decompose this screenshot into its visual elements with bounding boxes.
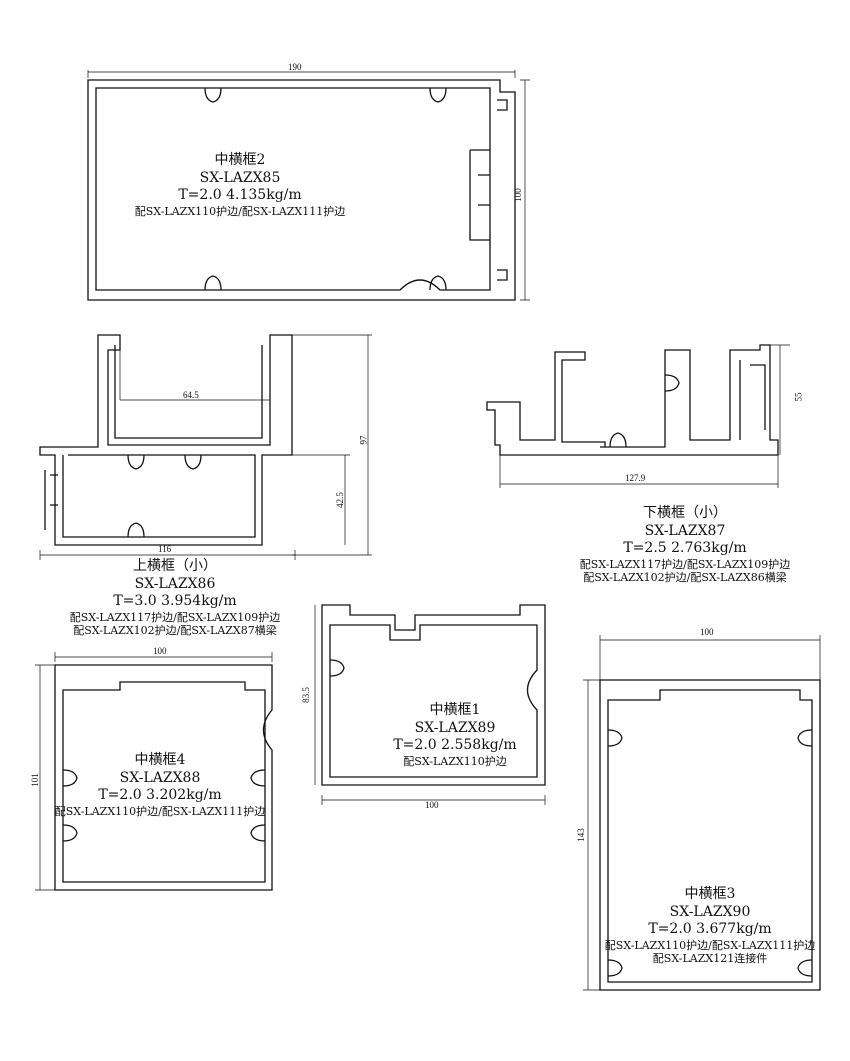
- profile-code: SX-LAZX86: [134, 575, 216, 592]
- profile-note: 配SX-LAZX121连接件: [652, 952, 768, 966]
- profile-note: 配SX-LAZX117护边/配SX-LAZX109护边: [579, 557, 791, 571]
- profile-note: 配SX-LAZX102护边/配SX-LAZX86横梁: [583, 571, 787, 585]
- profile-code: SX-LAZX90: [669, 903, 751, 920]
- profile-name: 中横框3: [684, 886, 736, 902]
- profile-label-lazx86: 上横框（小） SX-LAZX86 T=3.0 3.954kg/m 配SX-LAZ…: [55, 558, 295, 638]
- profile-label-lazx89: 中横框1 SX-LAZX89 T=2.0 2.558kg/m 配SX-LAZX1…: [335, 702, 575, 768]
- dim-label: 55: [793, 392, 804, 402]
- profile-name: 中横框1: [429, 702, 481, 718]
- profile-label-lazx87: 下横框（小） SX-LAZX87 T=2.5 2.763kg/m 配SX-LAZ…: [565, 505, 805, 585]
- profile-lazx87-drawing: [486, 344, 790, 488]
- profile-note: 配SX-LAZX110护边/配SX-LAZX111护边: [604, 938, 816, 952]
- dim-label: 100: [512, 188, 523, 202]
- profile-name: 下横框（小）: [643, 505, 727, 521]
- dim-label: 100: [700, 627, 714, 637]
- dim-label: 127.9: [625, 473, 646, 483]
- profile-code: SX-LAZX85: [199, 169, 281, 186]
- profile-note: 配SX-LAZX102护边/配SX-LAZX87横梁: [73, 624, 277, 638]
- profile-label-lazx85: 中横框2 SX-LAZX85 T=2.0 4.135kg/m 配SX-LAZX1…: [120, 152, 360, 218]
- profile-lazx85-drawing: [87, 70, 530, 301]
- dim-label: 83.5: [300, 687, 311, 703]
- profile-spec: T=2.0 3.677kg/m: [648, 921, 772, 937]
- dim-label: 97: [358, 435, 369, 445]
- profile-lazx88-drawing: [35, 652, 273, 891]
- profile-name: 中横框2: [214, 152, 266, 168]
- dim-label: 116: [158, 544, 172, 554]
- profile-note: 配SX-LAZX117护边/配SX-LAZX109护边: [69, 610, 281, 624]
- profile-label-lazx88: 中横框4 SX-LAZX88 T=2.0 3.202kg/m 配SX-LAZX1…: [40, 752, 280, 818]
- profile-note: 配SX-LAZX110护边/配SX-LAZX111护边: [134, 204, 346, 218]
- profile-label-lazx90: 中横框3 SX-LAZX90 T=2.0 3.677kg/m 配SX-LAZX1…: [590, 886, 830, 966]
- dim-label: 42.5: [334, 492, 345, 508]
- profile-lazx86-drawing: [39, 334, 372, 560]
- profile-code: SX-LAZX89: [414, 719, 496, 736]
- dim-label: 100: [153, 646, 167, 656]
- profile-name: 上横框（小）: [133, 558, 217, 574]
- dim-label: 64.5: [183, 390, 199, 400]
- dim-label: 101: [29, 773, 40, 787]
- profile-lazx90-drawing: [583, 635, 821, 991]
- profile-spec: T=2.5 2.763kg/m: [623, 540, 747, 556]
- profile-code: SX-LAZX88: [119, 769, 201, 786]
- profile-name: 中横框4: [134, 752, 186, 768]
- dim-label: 190: [288, 62, 302, 72]
- profile-spec: T=2.0 2.558kg/m: [393, 737, 517, 753]
- profile-spec: T=2.0 4.135kg/m: [178, 187, 302, 203]
- dim-label: 143: [575, 828, 586, 842]
- profile-spec: T=3.0 3.954kg/m: [113, 593, 237, 609]
- dim-label: 100: [425, 800, 439, 810]
- profile-lazx89-drawing: [314, 604, 546, 805]
- profile-code: SX-LAZX87: [644, 522, 726, 539]
- profile-note: 配SX-LAZX110护边/配SX-LAZX111护边: [54, 804, 266, 818]
- profile-spec: T=2.0 3.202kg/m: [98, 787, 222, 803]
- profile-note: 配SX-LAZX110护边: [403, 754, 507, 768]
